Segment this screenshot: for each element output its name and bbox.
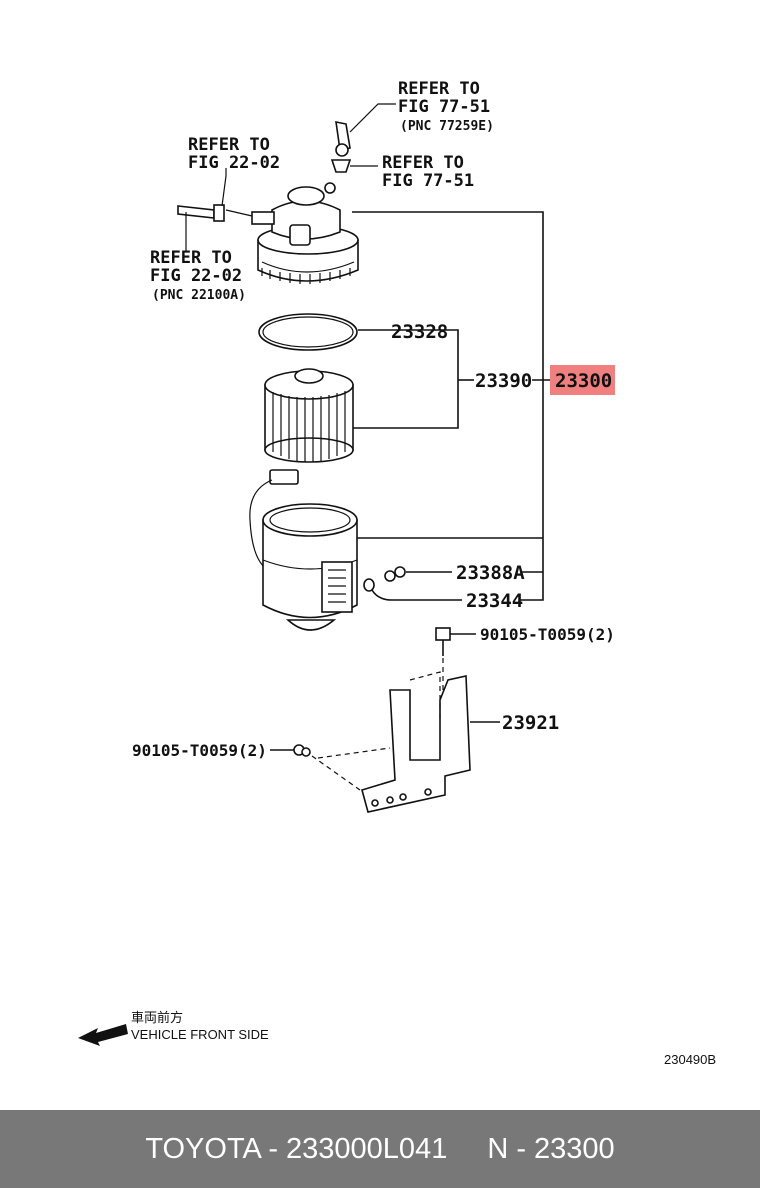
vehicle-front-en: VEHICLE FRONT SIDE: [131, 1027, 269, 1042]
filter-element-23390[interactable]: [264, 368, 354, 463]
ref3-line2[interactable]: FIG 22-02: [188, 153, 280, 173]
footer-pnc: N - 23300: [487, 1132, 615, 1165]
ref4-line1[interactable]: REFER TO: [150, 248, 232, 268]
part-23921-label[interactable]: 23921: [502, 712, 559, 734]
part-23388a-label[interactable]: 23388A: [456, 562, 525, 584]
filter-bowl[interactable]: [262, 503, 358, 631]
bolt-top-label[interactable]: 90105-T0059(2): [480, 625, 615, 644]
vehicle-front-jp: 車両前方: [131, 1010, 183, 1025]
front-arrow-icon: [78, 1024, 128, 1046]
ref1-line2[interactable]: FIG 77-51: [398, 97, 490, 117]
part-23300-label[interactable]: 23300: [555, 370, 612, 392]
part-23390-label[interactable]: 23390: [475, 370, 532, 392]
ref1-line1[interactable]: REFER TO: [398, 79, 480, 99]
ref3-line1[interactable]: REFER TO: [188, 135, 270, 155]
sensor-wire: [249, 469, 299, 571]
reference-leaders: [185, 103, 396, 252]
o-ring-23344[interactable]: [363, 578, 462, 601]
drain-plug-23388a[interactable]: [384, 566, 452, 582]
part-23328-label[interactable]: 23328: [391, 321, 448, 343]
highlight-23300: [550, 365, 615, 395]
bracket-23921[interactable]: [361, 671, 500, 813]
footer-brand-part-number: TOYOTA - 233000L041: [145, 1132, 448, 1165]
part-23344-label[interactable]: 23344: [466, 590, 523, 612]
top-connector: [330, 120, 352, 173]
ref1-line3: (PNC 77259E): [400, 119, 494, 134]
bolt-left-label[interactable]: 90105-T0059(2): [132, 741, 267, 760]
filter-head-cap[interactable]: [251, 182, 359, 284]
ref4-line2[interactable]: FIG 22-02: [150, 266, 242, 286]
ref2-line2[interactable]: FIG 77-51: [382, 171, 474, 191]
assembly-bracket-lines: [350, 211, 550, 601]
ref4-line3: (PNC 22100A): [152, 288, 246, 303]
bolt-left-90105[interactable]: [270, 744, 391, 791]
ref2-line1[interactable]: REFER TO: [382, 153, 464, 173]
parts-diagram: REFER TO FIG 77-51 (PNC 77259E) REFER TO…: [78, 79, 716, 1067]
fuel-hose: [177, 204, 253, 222]
bolt-top-90105[interactable]: [435, 627, 476, 740]
diagram-code: 230490B: [664, 1052, 716, 1067]
o-ring-23328[interactable]: [258, 313, 358, 351]
part-footer-bar: TOYOTA - 233000L041 N - 23300: [0, 1110, 760, 1188]
